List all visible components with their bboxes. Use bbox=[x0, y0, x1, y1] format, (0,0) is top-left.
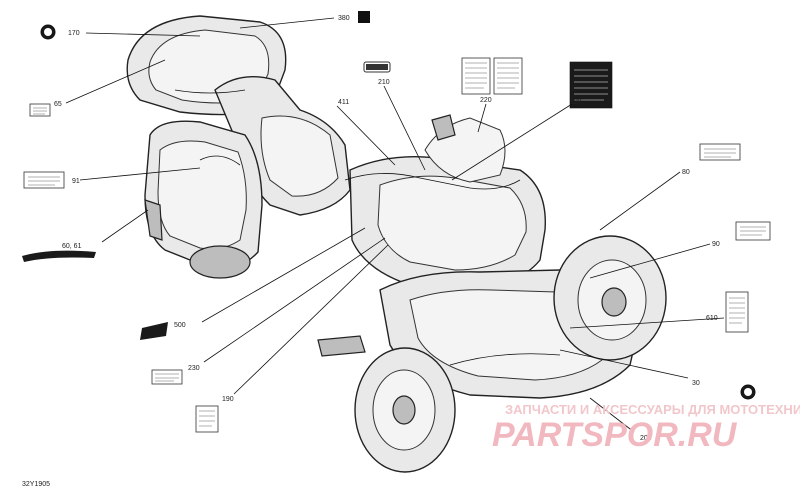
square-decal-380 bbox=[358, 11, 370, 23]
callout-210: 210 bbox=[378, 79, 390, 86]
stripe-decal-60-61 bbox=[22, 250, 96, 262]
leader-lines bbox=[65, 17, 725, 433]
callout-500: 500 bbox=[174, 322, 186, 329]
callout-190: 190 bbox=[222, 396, 234, 403]
info-decal-610 bbox=[725, 291, 749, 333]
info-decal-220-right bbox=[493, 57, 523, 95]
warning-decal-80 bbox=[699, 143, 741, 161]
badge-decal-500 bbox=[140, 322, 168, 340]
decal-labels bbox=[22, 11, 771, 433]
callout-80: 80 bbox=[682, 169, 690, 176]
callout-610: 610 bbox=[706, 315, 718, 322]
watermark-tagline: ЗАПЧАСТИ И АКСЕССУАРЫ ДЛЯ МОТОТЕХНИКИ bbox=[505, 402, 800, 417]
round-emblem-decal-30 bbox=[740, 384, 756, 400]
warning-decal-90 bbox=[735, 221, 771, 241]
callout-200: 200 bbox=[640, 435, 652, 442]
callout-120: 120 bbox=[570, 99, 582, 106]
warning-decal-230 bbox=[151, 369, 183, 385]
callout-230: 230 bbox=[188, 365, 200, 372]
callout-380: 380 bbox=[338, 15, 350, 22]
black-info-decal-120 bbox=[569, 61, 613, 109]
info-decal-190 bbox=[195, 405, 219, 433]
warning-decal-65 bbox=[29, 103, 51, 117]
callout-90: 90 bbox=[712, 241, 720, 248]
watermark-site-name: PARTSPOR.RU bbox=[492, 416, 738, 454]
round-emblem-decal-170 bbox=[40, 24, 56, 40]
watermark: ЗАПЧАСТИ И АКСЕССУАРЫ ДЛЯ МОТОТЕХНИКИ PA… bbox=[492, 402, 800, 454]
diagram-code: 32Y1905 bbox=[22, 481, 50, 488]
info-decal-220-left bbox=[461, 57, 491, 95]
callout-411: 411 bbox=[338, 99, 349, 106]
vehicle-illustration bbox=[126, 15, 667, 473]
callout-220: 220 bbox=[480, 97, 492, 104]
callout-65: 65 bbox=[54, 101, 62, 108]
callout-91: 91 bbox=[72, 178, 80, 185]
callout-170: 170 bbox=[68, 30, 80, 37]
black-strip-decal bbox=[363, 61, 391, 73]
warning-decal-91 bbox=[23, 171, 65, 189]
callout-60-61: 60, 61 bbox=[62, 243, 82, 250]
callout-numbers: 170 380 65 210 411 220 120 91 80 60, 61 … bbox=[54, 15, 720, 442]
callout-30: 30 bbox=[692, 380, 700, 387]
